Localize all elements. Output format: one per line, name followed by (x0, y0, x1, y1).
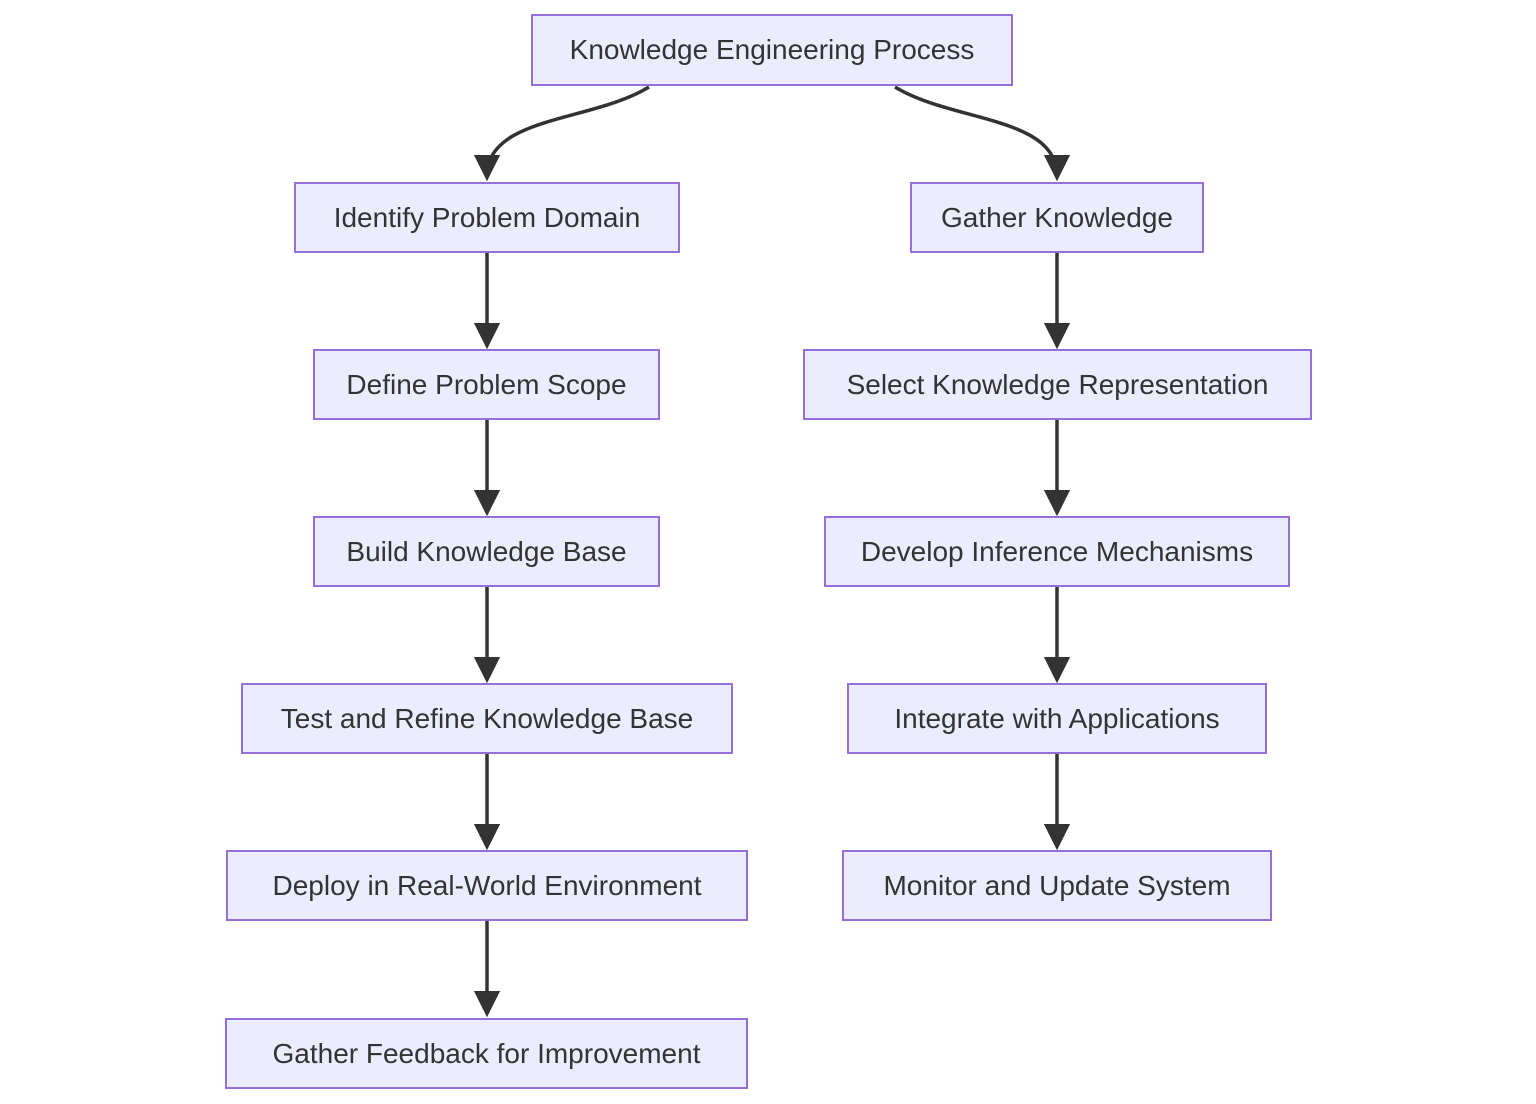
edge-root-to-gather (894, 85, 1071, 182)
flow-node-build-knowledge-base: Build Knowledge Base (313, 516, 660, 587)
flow-node-gather-feedback-for-improvement: Gather Feedback for Improvement (225, 1018, 748, 1089)
node-label: Knowledge Engineering Process (569, 34, 975, 66)
node-label: Integrate with Applications (894, 702, 1220, 734)
flow-node-knowledge-engineering-process: Knowledge Engineering Process (531, 14, 1013, 86)
node-label: Build Knowledge Base (346, 535, 627, 567)
node-label: Identify Problem Domain (333, 201, 641, 233)
node-label: Select Knowledge Representation (846, 368, 1269, 400)
node-label: Define Problem Scope (346, 368, 627, 400)
flow-node-monitor-and-update-system: Monitor and Update System (842, 850, 1272, 921)
edge-root-to-identify (473, 85, 650, 182)
flow-node-define-problem-scope: Define Problem Scope (313, 349, 660, 420)
flow-node-deploy-in-real-world-environment: Deploy in Real-World Environment (226, 850, 748, 921)
flow-node-gather-knowledge: Gather Knowledge (910, 182, 1204, 253)
flow-node-develop-inference-mechanisms: Develop Inference Mechanisms (824, 516, 1290, 587)
node-label: Gather Feedback for Improvement (272, 1037, 701, 1069)
node-label: Deploy in Real-World Environment (272, 869, 702, 901)
flow-node-identify-problem-domain: Identify Problem Domain (294, 182, 680, 253)
flow-node-test-and-refine-knowledge-base: Test and Refine Knowledge Base (241, 683, 733, 754)
node-label: Gather Knowledge (941, 201, 1173, 233)
node-label: Monitor and Update System (883, 869, 1231, 901)
node-label: Test and Refine Knowledge Base (280, 702, 694, 734)
flow-node-select-knowledge-representation: Select Knowledge Representation (803, 349, 1312, 420)
node-label: Develop Inference Mechanisms (860, 535, 1254, 567)
flow-node-integrate-with-applications: Integrate with Applications (847, 683, 1267, 754)
